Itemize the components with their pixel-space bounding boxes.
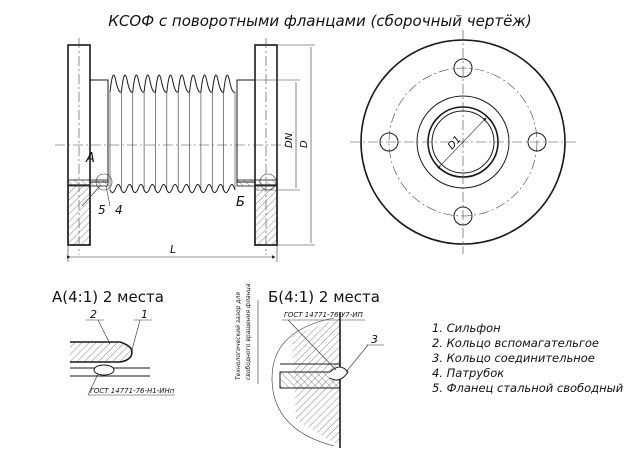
detail-b-label: Б — [236, 195, 245, 210]
left-pipe — [89, 79, 109, 183]
detail-a-leader-2 — [97, 319, 111, 345]
bellows-top-profile — [109, 74, 236, 93]
detail-a-balloon-2: 2 — [90, 308, 97, 321]
bellows-bottom-profile — [109, 184, 236, 194]
detail-a-weld-note: ГОСТ 14771-76-Н1-ИНп — [90, 387, 175, 395]
detail-a-ring-fill — [70, 342, 132, 362]
detail-a-title: А(4:1) 2 места — [52, 288, 164, 306]
detail-b-weld-leader — [287, 319, 337, 371]
d1-label: D1 — [446, 134, 464, 152]
dn-label: DN — [284, 132, 295, 148]
detail-a-marker — [95, 173, 113, 191]
d-label: D — [299, 140, 310, 148]
detail-b-boundary — [271, 317, 335, 447]
detail-b: Б(4:1) 2 места Технологический зазор для… — [235, 283, 384, 448]
bellows — [109, 74, 236, 194]
detail-a-balloon-1: 1 — [141, 308, 148, 321]
detail-a-weld — [93, 364, 115, 376]
detail-b-pipe — [279, 371, 341, 389]
detail-a-label: А — [85, 151, 95, 166]
balloon-5-leader — [81, 185, 101, 207]
balloon-5: 5 — [98, 203, 106, 217]
end-view: D1 — [350, 30, 576, 254]
bolt-hole-top — [453, 58, 473, 78]
drawing-title: КСОФ с поворотными фланцами (сборочный ч… — [108, 12, 531, 30]
detail-b-weld — [329, 366, 349, 381]
detail-b-weld-note: ГОСТ 14771-76-У7-ИП — [284, 311, 364, 319]
detail-a-weld-leader — [87, 373, 99, 396]
detail-b-balloon-3: 3 — [371, 333, 378, 346]
bolt-hole-left — [379, 132, 399, 152]
bolt-hole-right — [527, 132, 547, 152]
right-pipe — [236, 79, 256, 183]
left-pipe-hatch — [67, 179, 109, 187]
part-3: 3. Кольцо соединительное — [432, 351, 595, 365]
detail-b-title: Б(4:1) 2 места — [268, 288, 380, 306]
balloon-4: 4 — [115, 203, 123, 217]
part-4: 4. Патрубок — [432, 366, 504, 380]
detail-a: А(4:1) 2 места 2 1 ГОСТ 14771-76-Н1-ИНп — [52, 288, 175, 396]
detail-b-vertical-note-2: свободного вращения фланца — [245, 283, 252, 380]
right-pipe-hatch — [236, 179, 278, 187]
d1-dim-line — [436, 117, 487, 170]
part-2: 2. Кольцо вспомагательгое — [432, 336, 599, 350]
side-view: А Б 5 4 L DN D — [55, 38, 315, 262]
length-label: L — [170, 243, 176, 256]
parts-list: 1. Сильфон 2. Кольцо вспомагательгое 3. … — [432, 321, 624, 395]
part-5: 5. Фланец стальной свободный — [432, 381, 624, 395]
balloon-4-leader — [105, 185, 111, 207]
detail-b-balloon-leader — [345, 344, 369, 373]
part-1: 1. Сильфон — [432, 321, 501, 335]
detail-b-vertical-note-1: Технологический зазор для — [235, 292, 242, 380]
detail-a-leader-1 — [131, 319, 141, 351]
